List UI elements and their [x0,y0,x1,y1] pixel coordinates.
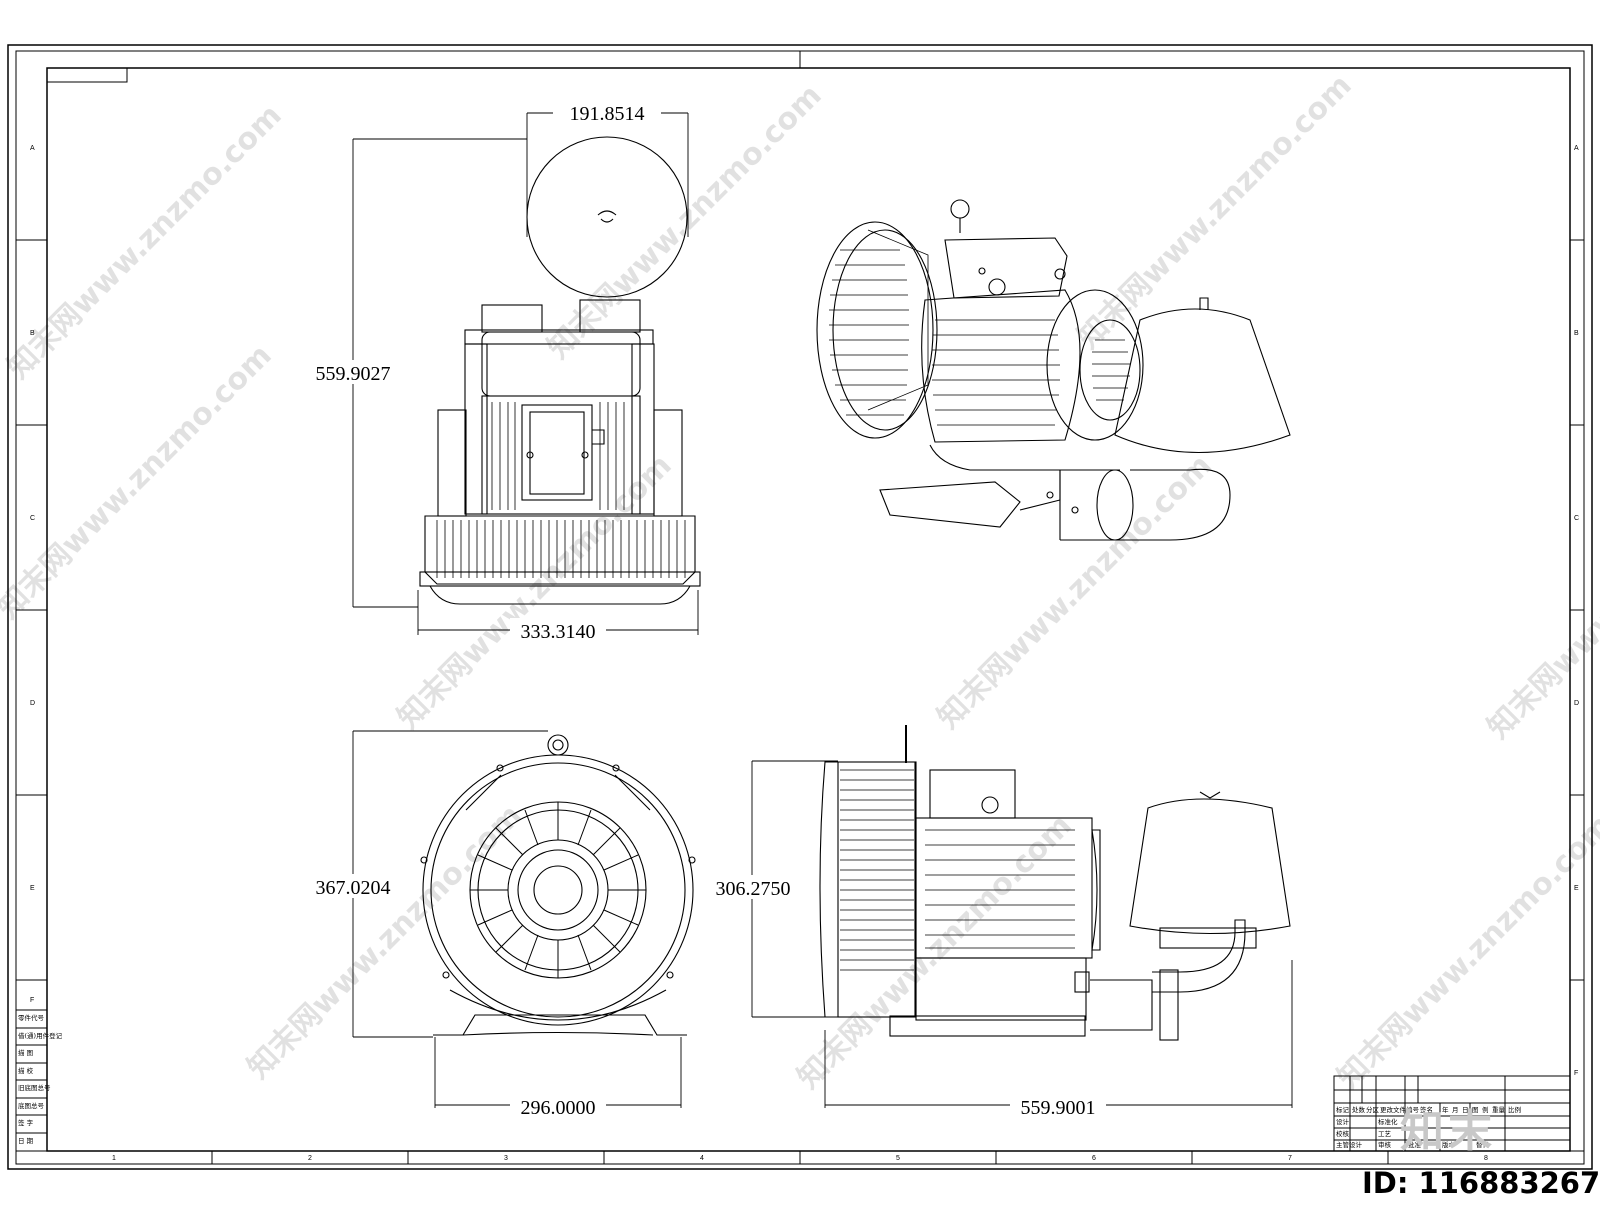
lifting-eye-icon [547,734,569,756]
revision-label: 旧底图总号 [18,1083,51,1092]
zone-letter: A [30,145,35,152]
revision-label: 零件代号 [18,1013,45,1022]
dimension-side-height: 306.2750 [716,878,791,900]
wing-nut-icon [597,210,617,223]
title-block-cell: 例 [1482,1105,1489,1114]
zone-letter: D [1574,700,1579,707]
watermark: 知末网www.znzmo.com [1331,808,1600,1096]
watermark: 知末网www.znzmo.com [0,338,279,626]
watermark-layer: 知末网www.znzmo.com 知末网www.znzmo.com 知末网www… [0,68,1600,1096]
zone-letter: F [1574,1070,1578,1077]
zone-letter: E [30,885,35,892]
title-block-cell: 签名 [1420,1105,1433,1114]
terminal-box-top [944,237,1068,299]
title-block-cell: 日 [1462,1106,1469,1114]
zone-letter: B [30,330,35,337]
title-block-cell: 审核 [1378,1140,1392,1149]
revision-label: 描 校 [18,1066,34,1075]
title-block-cell: 批准 [1408,1140,1422,1149]
lifting-eye-icon [950,199,970,219]
zone-number: 8 [1484,1155,1488,1162]
title-block-cell: 比例 [1508,1105,1521,1114]
watermark: 知末网www.znzmo.com [1,98,289,386]
blower-disc [816,221,934,439]
dimension-overall-length: 559.9001 [1021,1097,1096,1119]
id-label: ID: 1168832676 [1362,1166,1600,1200]
zone-letter: A [1574,145,1579,152]
revision-label: 日 期 [18,1137,34,1145]
dimension-impeller-height: 367.0204 [316,877,391,899]
watermark: 知末网www.znzmo.com [1481,458,1600,746]
revision-label: 底图总号 [18,1101,45,1110]
drawing-frame [7,44,1593,1170]
title-block-cell: 图 [1472,1106,1479,1114]
base-plate [889,1015,1086,1037]
watermark: 知末网www.znzmo.com [791,808,1079,1096]
title-block: 标记 处数 分区 更改文件编号 签名 年 月 日 图 例 重量 比例 设计 标准… [1333,1075,1571,1152]
revision-label: 签 字 [18,1118,34,1127]
revision-label: 借(通)用件登记 [18,1031,63,1040]
filter-cap-circle [526,136,688,298]
title-block-cell: 工艺 [1378,1130,1392,1138]
zone-letter: C [30,515,35,522]
dimension-base-width: 333.3140 [521,621,596,643]
zone-number: 7 [1288,1155,1292,1162]
dimension-overall-height: 559.9027 [316,363,391,385]
mounting-foot [433,1014,687,1036]
zone-number: 6 [1092,1155,1096,1162]
isometric-view [816,199,1291,541]
end-view [420,734,696,1036]
zone-number: 4 [700,1155,704,1162]
title-block-cell: 处数 [1352,1105,1366,1114]
filter-cone [1114,308,1291,454]
revision-label: 描 图 [18,1048,33,1057]
watermark: 知末网www.znzmo.com [1071,68,1359,356]
title-block-cell: 标准化 [1378,1117,1398,1126]
dimension-foot-width: 296.0000 [521,1097,596,1119]
impeller-housing [422,754,694,1026]
zone-number: 2 [308,1155,312,1162]
zone-letter: B [1574,330,1579,337]
title-block-cell: 更改文件编号 [1380,1105,1420,1114]
motor-body [921,289,1081,443]
zone-number: 3 [504,1155,508,1162]
front-view [419,136,701,605]
terminal-box [521,404,593,501]
shaft-hub [533,865,583,915]
zone-number: 1 [112,1155,116,1162]
brand-logo: 知末 [1400,1106,1496,1157]
title-block-cell: 分区 [1366,1105,1380,1114]
watermark: 知末网www.znzmo.com [931,448,1219,736]
base-frame [879,481,1021,528]
title-block-cell: 校核 [1336,1129,1350,1138]
revision-table: 零件代号 借(通)用件登记 描 图 描 校 旧底图总号 底图总号 签 字 日 期 [15,1009,63,1152]
title-block-cell: 标记 [1336,1105,1350,1114]
zone-letter: E [1574,885,1579,892]
terminal-box-side [929,769,1016,819]
title-block-cell: 版本 [1442,1140,1456,1149]
side-view [819,725,1291,1041]
zone-letter: D [30,700,35,707]
title-block-cell: 替代 [1476,1140,1490,1149]
zone-letter: C [1574,515,1579,522]
filter-cap-side [1129,798,1291,935]
dimension-top-width: 191.8514 [570,103,645,125]
zone-labels: A B C D E F A B C D E F 1 2 3 4 5 6 7 8 [30,145,1579,1162]
title-block-cell: 重量 [1492,1106,1506,1114]
front-view-dimensions [352,112,699,635]
title-block-cell: 主管设计 [1336,1140,1363,1149]
zone-number: 5 [896,1155,900,1162]
zone-letter: F [30,997,34,1004]
title-block-cell: 设计 [1336,1117,1350,1126]
title-block-cell: 年 [1442,1105,1449,1114]
title-block-cell: 月 [1452,1106,1459,1114]
